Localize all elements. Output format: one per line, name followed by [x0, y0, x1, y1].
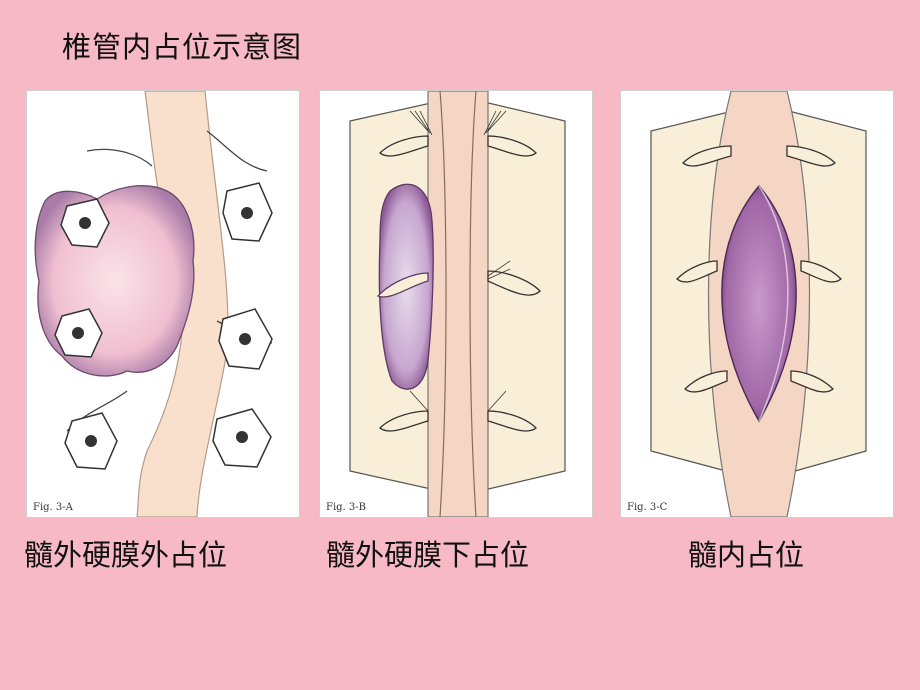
caption-intradural-extramedullary: 髓外硬膜下占位	[326, 538, 530, 572]
figure-label: Fig. 3-C	[627, 502, 668, 513]
caption-extradural: 髓外硬膜外占位	[24, 538, 228, 572]
figure-label: Fig. 3-B	[326, 502, 366, 513]
figure-panel-b: Fig. 3-B	[319, 90, 593, 518]
extradural-tumor	[34, 185, 195, 377]
figure-panel-c: Fig. 3-C	[620, 90, 894, 518]
figure-panel-a: Fig. 3-A	[26, 90, 300, 518]
intradural-extramedullary-illustration	[349, 91, 566, 517]
figure-label: Fig. 3-A	[33, 502, 73, 513]
intramedullary-illustration	[650, 91, 867, 517]
extradural-illustration	[34, 91, 273, 517]
page-title: 椎管内占位示意图	[62, 30, 303, 64]
caption-intramedullary: 髓内占位	[688, 538, 805, 572]
